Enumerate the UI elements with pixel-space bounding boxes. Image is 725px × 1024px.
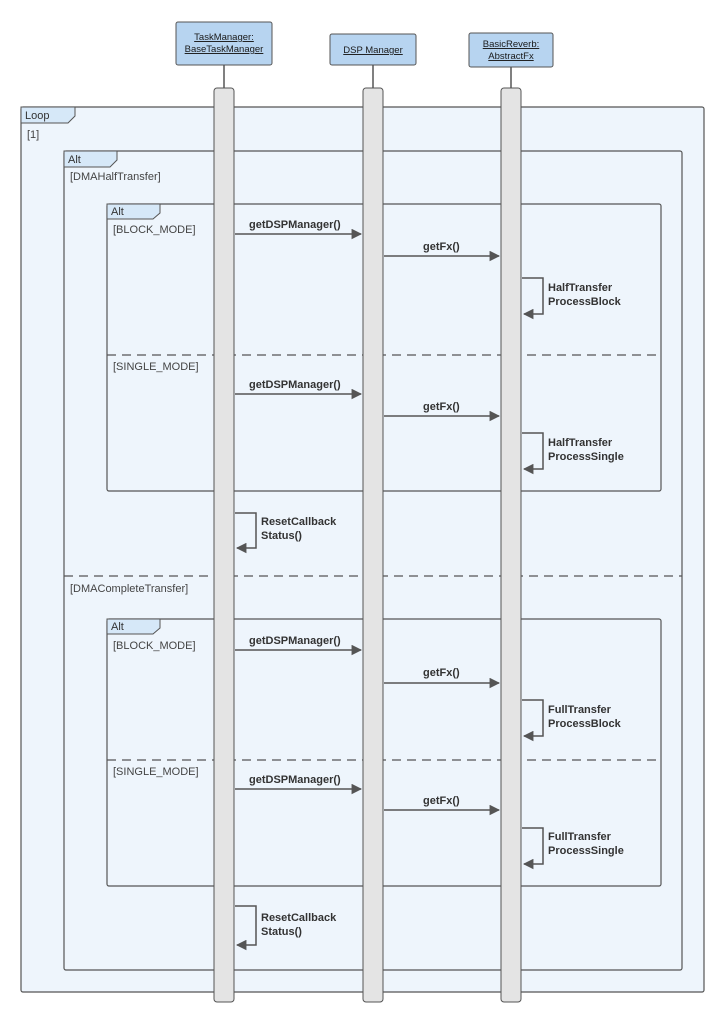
participant-basic-reverb-line1: BasicReverb: [483,39,540,50]
participant-dsp-manager-line1: DSP Manager [343,45,403,56]
message-get-dsp-manager: getDSPManager() [249,635,341,647]
alt-inner-complete-frame-label: Alt [111,621,124,633]
alt-inner-complete-frame [106,618,662,887]
self-call-arrow [235,905,257,951]
self-call-arrow [522,827,544,870]
message-full-single-line1: FullTransfer [548,831,612,843]
message-reset-callback-line2: Status() [261,926,302,938]
message-reset-callback-line1: ResetCallback [261,516,337,528]
message-half-single-line2: ProcessSingle [548,451,624,463]
activation-dsp-manager [362,87,384,1003]
self-call-arrow [522,277,544,320]
message-full-block-line2: ProcessBlock [548,718,622,730]
message-get-fx: getFx() [423,241,460,253]
alt-inner-half-frame-tag [106,203,161,220]
loop-guard: [1] [27,129,39,141]
activation-basic-reverb [500,87,522,1003]
alt-inner-half-frame-label: Alt [111,206,124,218]
self-call-arrow [522,699,544,742]
alt-inner-complete-frame-tag [106,618,161,635]
participant-task-manager-line2: BaseTaskManager [185,44,264,55]
loop-frame-label: Loop [25,110,49,122]
alt-outer-frame-tag [63,150,118,168]
message-get-dsp-manager: getDSPManager() [249,379,341,391]
message-get-dsp-manager: getDSPManager() [249,219,341,231]
guard-complete-block-mode: [BLOCK_MODE] [113,640,196,652]
alt-inner-half-frame [106,203,662,492]
message-get-fx: getFx() [423,667,460,679]
message-half-single-line1: HalfTransfer [548,437,613,449]
message-half-block-line1: HalfTransfer [548,282,613,294]
guard-half-single-mode: [SINGLE_MODE] [113,361,199,373]
participant-basic-reverb[interactable] [468,32,554,68]
message-reset-callback-line2: Status() [261,530,302,542]
self-call-arrow [522,432,544,475]
guard-dma-half-transfer: [DMAHalfTransfer] [70,171,161,183]
message-reset-callback-line1: ResetCallback [261,912,337,924]
message-half-block-line2: ProcessBlock [548,296,622,308]
activation-task-manager [213,87,235,1003]
participant-basic-reverb-line2: AbstractFx [488,51,534,62]
message-get-fx: getFx() [423,795,460,807]
alt-outer-frame-label: Alt [68,154,81,166]
message-full-single-line2: ProcessSingle [548,845,624,857]
message-get-fx: getFx() [423,401,460,413]
guard-complete-single-mode: [SINGLE_MODE] [113,766,199,778]
self-call-arrow [235,512,257,554]
guard-dma-complete-transfer: [DMACompleteTransfer] [70,583,188,595]
loop-frame-tag [20,106,76,124]
guard-half-block-mode: [BLOCK_MODE] [113,224,196,236]
participant-dsp-manager[interactable] [329,33,417,66]
participant-task-manager[interactable] [175,21,273,66]
message-full-block-line1: FullTransfer [548,704,612,716]
participant-task-manager-line1: TaskManager: [194,32,254,43]
message-get-dsp-manager: getDSPManager() [249,774,341,786]
